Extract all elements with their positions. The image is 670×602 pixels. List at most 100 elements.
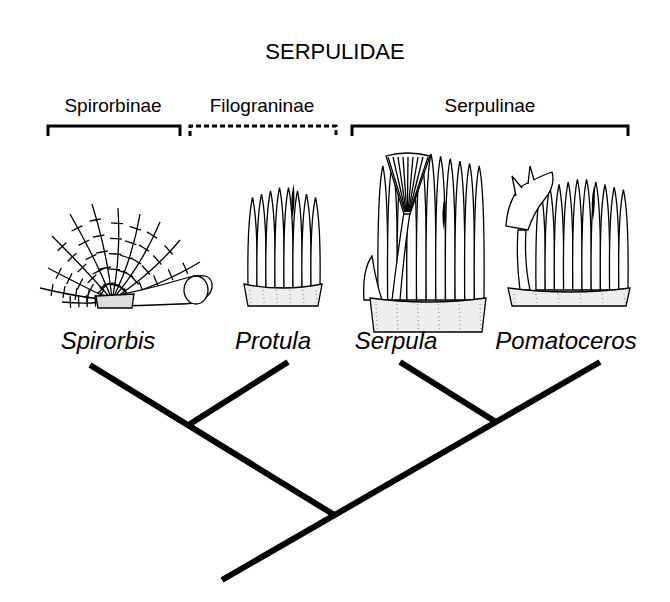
branch (222, 362, 600, 580)
operculum-stalk (392, 212, 410, 300)
protula-drawing (244, 184, 322, 306)
stipple (316, 290, 317, 303)
pinnule (96, 251, 108, 253)
pinnule (154, 275, 159, 286)
pinnule (120, 255, 131, 259)
pinnule (69, 296, 71, 308)
stipple (536, 294, 537, 303)
tentacle (436, 156, 446, 300)
pinnule (147, 232, 157, 238)
stipple (480, 304, 481, 329)
funnel-rib (410, 157, 428, 212)
pinnule (88, 275, 97, 283)
funnel-rib (398, 157, 406, 212)
pinnule (51, 284, 53, 296)
tentacle (266, 191, 275, 288)
pinnule (87, 290, 89, 302)
stipple (418, 304, 419, 329)
tentacle (248, 197, 257, 288)
operculum-spine (512, 166, 534, 196)
tentacle (465, 163, 475, 300)
pinnule (56, 268, 61, 279)
thorax (96, 294, 134, 308)
tentacle (378, 166, 388, 300)
tentacle (554, 185, 564, 291)
pinnule (109, 253, 121, 255)
stipple (303, 290, 304, 303)
stipple (290, 290, 291, 303)
branch (400, 362, 496, 422)
tentacle (573, 179, 583, 290)
tentacle (609, 187, 619, 290)
tentacle (619, 190, 629, 290)
branch (90, 365, 336, 516)
collar (244, 284, 322, 306)
serpula-drawing (364, 153, 486, 332)
pinnule (78, 264, 87, 272)
tentacle (293, 191, 302, 288)
tentacle (275, 188, 284, 288)
subfamily-label: Spirorbinae (64, 95, 161, 117)
pinnule (89, 219, 101, 221)
stipple (250, 290, 251, 303)
pinnule (168, 269, 173, 280)
stipple (276, 290, 277, 303)
eye-spot (592, 186, 595, 220)
stipple (459, 304, 460, 329)
tentacle (302, 194, 311, 288)
branch (190, 362, 288, 424)
tentacle (563, 182, 573, 290)
tentacle (582, 179, 592, 290)
bracket (48, 126, 180, 136)
pinnule (125, 241, 136, 245)
pinnule (131, 258, 141, 264)
genus-label: Spirorbis (61, 327, 156, 355)
left-lobe (364, 256, 382, 300)
tentacle (600, 185, 610, 291)
tentacle (591, 182, 601, 290)
tentacle (426, 154, 436, 300)
subfamily-label: Serpulinae (445, 95, 536, 117)
pinnule (183, 263, 188, 274)
pinnule (93, 235, 105, 237)
stipple (514, 294, 515, 303)
pinnule (139, 245, 149, 251)
pinnule (63, 286, 65, 298)
pinnule (75, 288, 77, 300)
pinnule (142, 266, 150, 275)
pinnule (77, 279, 82, 290)
tentacle (257, 194, 266, 288)
subfamily-brackets (48, 126, 628, 136)
eye-spot (291, 184, 294, 218)
bracket (190, 126, 336, 136)
tentacle (112, 214, 140, 300)
tentacle (92, 204, 112, 300)
stipple (438, 304, 439, 329)
pinnule (131, 276, 139, 285)
stipple (580, 294, 581, 303)
pinnule (153, 256, 161, 265)
pinnule (111, 222, 123, 224)
diagram-title: SERPULIDAE (265, 39, 404, 64)
funnel-rib (409, 157, 423, 212)
phylogeny-branches (90, 362, 600, 580)
pinnule (78, 295, 80, 307)
pomatoceros-drawing (506, 166, 630, 306)
collar (370, 298, 486, 332)
collar (508, 288, 630, 306)
pinnule (130, 226, 141, 230)
pinnule (58, 243, 67, 251)
genus-label: Serpula (355, 327, 438, 355)
stipple (624, 294, 625, 303)
genus-label: Protula (235, 327, 311, 355)
pinnule (86, 254, 97, 259)
stipple (397, 304, 398, 329)
spirorbis-drawing (40, 204, 212, 308)
pinnule (93, 269, 104, 274)
bracket (352, 126, 628, 136)
operculum-funnel (386, 153, 430, 214)
pinnule (68, 253, 77, 261)
tentacle (545, 187, 555, 290)
